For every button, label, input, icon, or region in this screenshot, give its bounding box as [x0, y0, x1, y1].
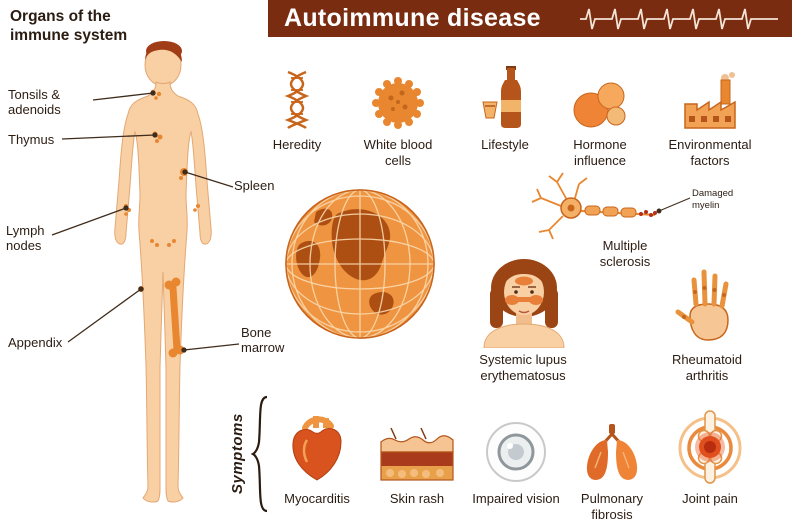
- symptom-impaired-vision: Impaired vision: [468, 408, 564, 507]
- symptom-skin-rash: Skin rash: [369, 408, 465, 507]
- symptom-joint-pain: Joint pain: [662, 408, 758, 507]
- symptom-label: Impaired vision: [472, 491, 560, 506]
- lungs-icon: [564, 408, 660, 484]
- eye-icon: [468, 408, 564, 484]
- skin-layers-icon: [369, 408, 465, 484]
- factor-label: Lifestyle: [481, 137, 529, 152]
- femur-bone-icon: [164, 277, 185, 358]
- factor-label: White blood cells: [363, 137, 433, 168]
- factor-label: Heredity: [272, 137, 322, 152]
- factor-label: Hormone influence: [573, 137, 627, 168]
- damaged-myelin-annotation: Damaged myelin: [692, 188, 734, 211]
- symptom-label: Myocarditis: [284, 491, 350, 506]
- neuron-icon: [531, 172, 657, 240]
- factor-hormone-influence: Hormone influence: [552, 56, 648, 168]
- human-body-figure: [114, 41, 212, 503]
- symptom-myocarditis: Myocarditis: [269, 408, 365, 507]
- hormones-icon: [552, 56, 648, 130]
- ekg-heartbeat-icon: [580, 8, 778, 29]
- globe-icon: [285, 189, 435, 339]
- title-banner: Autoimmune disease: [268, 0, 792, 37]
- disease-label-rheumatoid-arthritis: Rheumatoid arthritis: [671, 352, 743, 383]
- heart-icon: [269, 408, 365, 484]
- organ-label-tonsils: Tonsils & adenoids: [8, 87, 61, 117]
- symptom-label: Pulmonary fibrosis: [580, 491, 644, 522]
- white-blood-cell-icon: [350, 56, 446, 130]
- page-title: Autoimmune disease: [284, 4, 541, 32]
- joint-pain-icon: [662, 408, 758, 484]
- bottle-icon: [457, 56, 553, 130]
- organ-label-thymus: Thymus: [8, 132, 55, 147]
- factory-icon: [662, 56, 758, 130]
- factor-environmental: Environmental factors: [662, 56, 758, 168]
- organ-label-spleen: Spleen: [234, 178, 275, 193]
- organ-label-appendix: Appendix: [8, 335, 63, 350]
- disease-label-lupus: Systemic lupus erythematosus: [479, 352, 567, 383]
- factor-heredity: Heredity: [249, 56, 345, 153]
- dna-icon: [249, 56, 345, 130]
- hand-bones-icon: [675, 269, 729, 341]
- organs-heading: Organs of the immune system: [10, 8, 128, 44]
- symptoms-brace: [251, 395, 268, 513]
- symptom-label: Joint pain: [682, 491, 738, 506]
- factor-label: Environmental factors: [668, 137, 752, 168]
- factor-white-blood-cells: White blood cells: [350, 56, 446, 168]
- organ-label-bone-marrow: Bone marrow: [241, 325, 285, 355]
- symptom-pulmonary-fibrosis: Pulmonary fibrosis: [564, 408, 660, 522]
- symptom-label: Skin rash: [389, 491, 445, 506]
- symptoms-heading: Symptoms: [229, 413, 246, 495]
- organ-label-lymph-nodes: Lymph nodes: [6, 223, 45, 253]
- factor-lifestyle: Lifestyle: [457, 56, 553, 153]
- disease-label-multiple-sclerosis: Multiple sclerosis: [599, 238, 651, 269]
- face-rash-icon: [483, 259, 565, 348]
